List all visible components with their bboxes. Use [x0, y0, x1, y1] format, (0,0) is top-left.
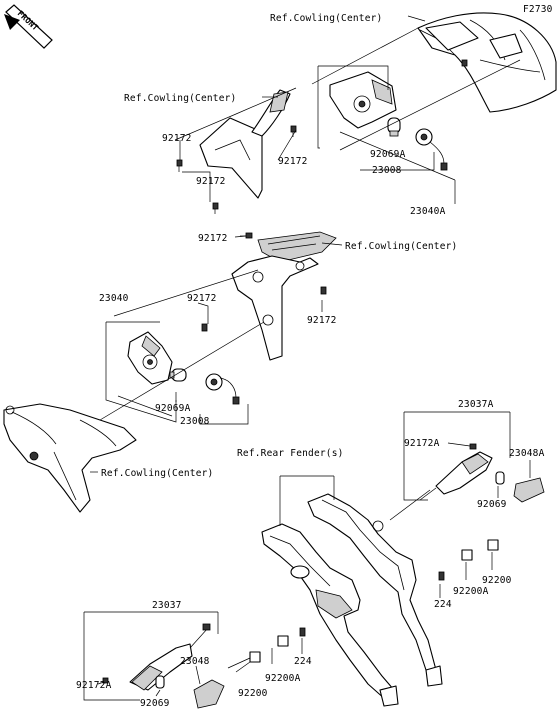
- ref-rear-fender-label: Ref.Rear Fender(s): [237, 448, 344, 459]
- bulb-92069-right-icon: [495, 471, 505, 485]
- bolt-92172a-left-label: 92172A: [76, 680, 112, 691]
- assy-23040a-label: 23040A: [410, 206, 446, 217]
- bulb-92069-left-label: 92069: [140, 698, 170, 709]
- socket-23008-top-icon: [415, 128, 448, 171]
- bolt-92172-a-label: 92172: [162, 133, 192, 144]
- bulb-92069-right-label: 92069: [477, 499, 507, 510]
- bolt-icons-top: [176, 59, 468, 214]
- bolt-92172-b-label: 92172: [278, 156, 308, 167]
- lens-23048-label: 23048: [180, 656, 210, 667]
- bulb-92069a-mid-label: 92069A: [155, 403, 191, 414]
- lens-23048a-label: 23048A: [509, 448, 545, 459]
- bolt-92172-f-label: 92172: [307, 315, 337, 326]
- grommet-92200-right-label: 92200: [482, 575, 512, 586]
- ref-cowling-center-low-label: Ref.Cowling(Center): [101, 468, 213, 479]
- leader-lines-top: [174, 15, 521, 204]
- grommet-92200-left-label: 92200: [238, 688, 268, 699]
- bolt-92172-d-label: 92172: [198, 233, 228, 244]
- rear-fender-bracket-right: [307, 493, 443, 687]
- turn-signal-bracket-top: [329, 71, 397, 129]
- center-cowling-part: [231, 231, 337, 361]
- cowling-side-bracket-top: [199, 89, 291, 199]
- turn-signal-23037a-right: [389, 451, 493, 521]
- turn-signal-bracket-mid: [127, 331, 173, 385]
- grommet-92200a-left-label: 92200A: [265, 673, 301, 684]
- bulb-92069a-mid-icon: [169, 368, 187, 382]
- diagram-code: F2730: [523, 4, 553, 15]
- nut-224-left-label: 224: [294, 656, 312, 667]
- ref-cowling-center-left-label: Ref.Cowling(Center): [124, 93, 236, 104]
- rear-fender-bracket-left: [261, 523, 399, 707]
- bolt-92172a-right-label: 92172A: [404, 438, 440, 449]
- grommet-92200a-right-label: 92200A: [453, 586, 489, 597]
- socket-23008-mid-icon: [205, 373, 240, 405]
- nut-224-right-label: 224: [434, 599, 452, 610]
- socket-23008-mid-label: 23008: [180, 416, 210, 427]
- socket-23008-top-label: 23008: [372, 165, 402, 176]
- upper-cowling-outline: [417, 12, 557, 113]
- bulb-92069a-top-label: 92069A: [370, 149, 406, 160]
- leader-lines-mid: [90, 235, 343, 473]
- front-direction-badge: FRONT: [4, 4, 53, 49]
- hardware-left-icons: [102, 627, 306, 684]
- ref-cowling-center-mid-label: Ref.Cowling(Center): [345, 241, 457, 252]
- bolt-92172-e-label: 92172: [187, 293, 217, 304]
- turn-signal-23037-left: [129, 623, 211, 691]
- assy-23040-label: 23040: [99, 293, 129, 304]
- ref-cowling-center-top-label: Ref.Cowling(Center): [270, 13, 382, 24]
- lens-23048a-right-icon: [513, 477, 545, 503]
- hardware-right-icons: [438, 443, 499, 581]
- assy-23037a-label: 23037A: [458, 399, 494, 410]
- bulb-92069-left-icon: [155, 675, 165, 689]
- assy-23037-label: 23037: [152, 600, 182, 611]
- front-arrow-icon: [4, 14, 20, 30]
- bolt-92172-c-label: 92172: [196, 176, 226, 187]
- lower-cowling-part: [3, 403, 137, 513]
- leader-lines-bottom: [83, 411, 531, 701]
- lens-23048-left-icon: [193, 679, 225, 709]
